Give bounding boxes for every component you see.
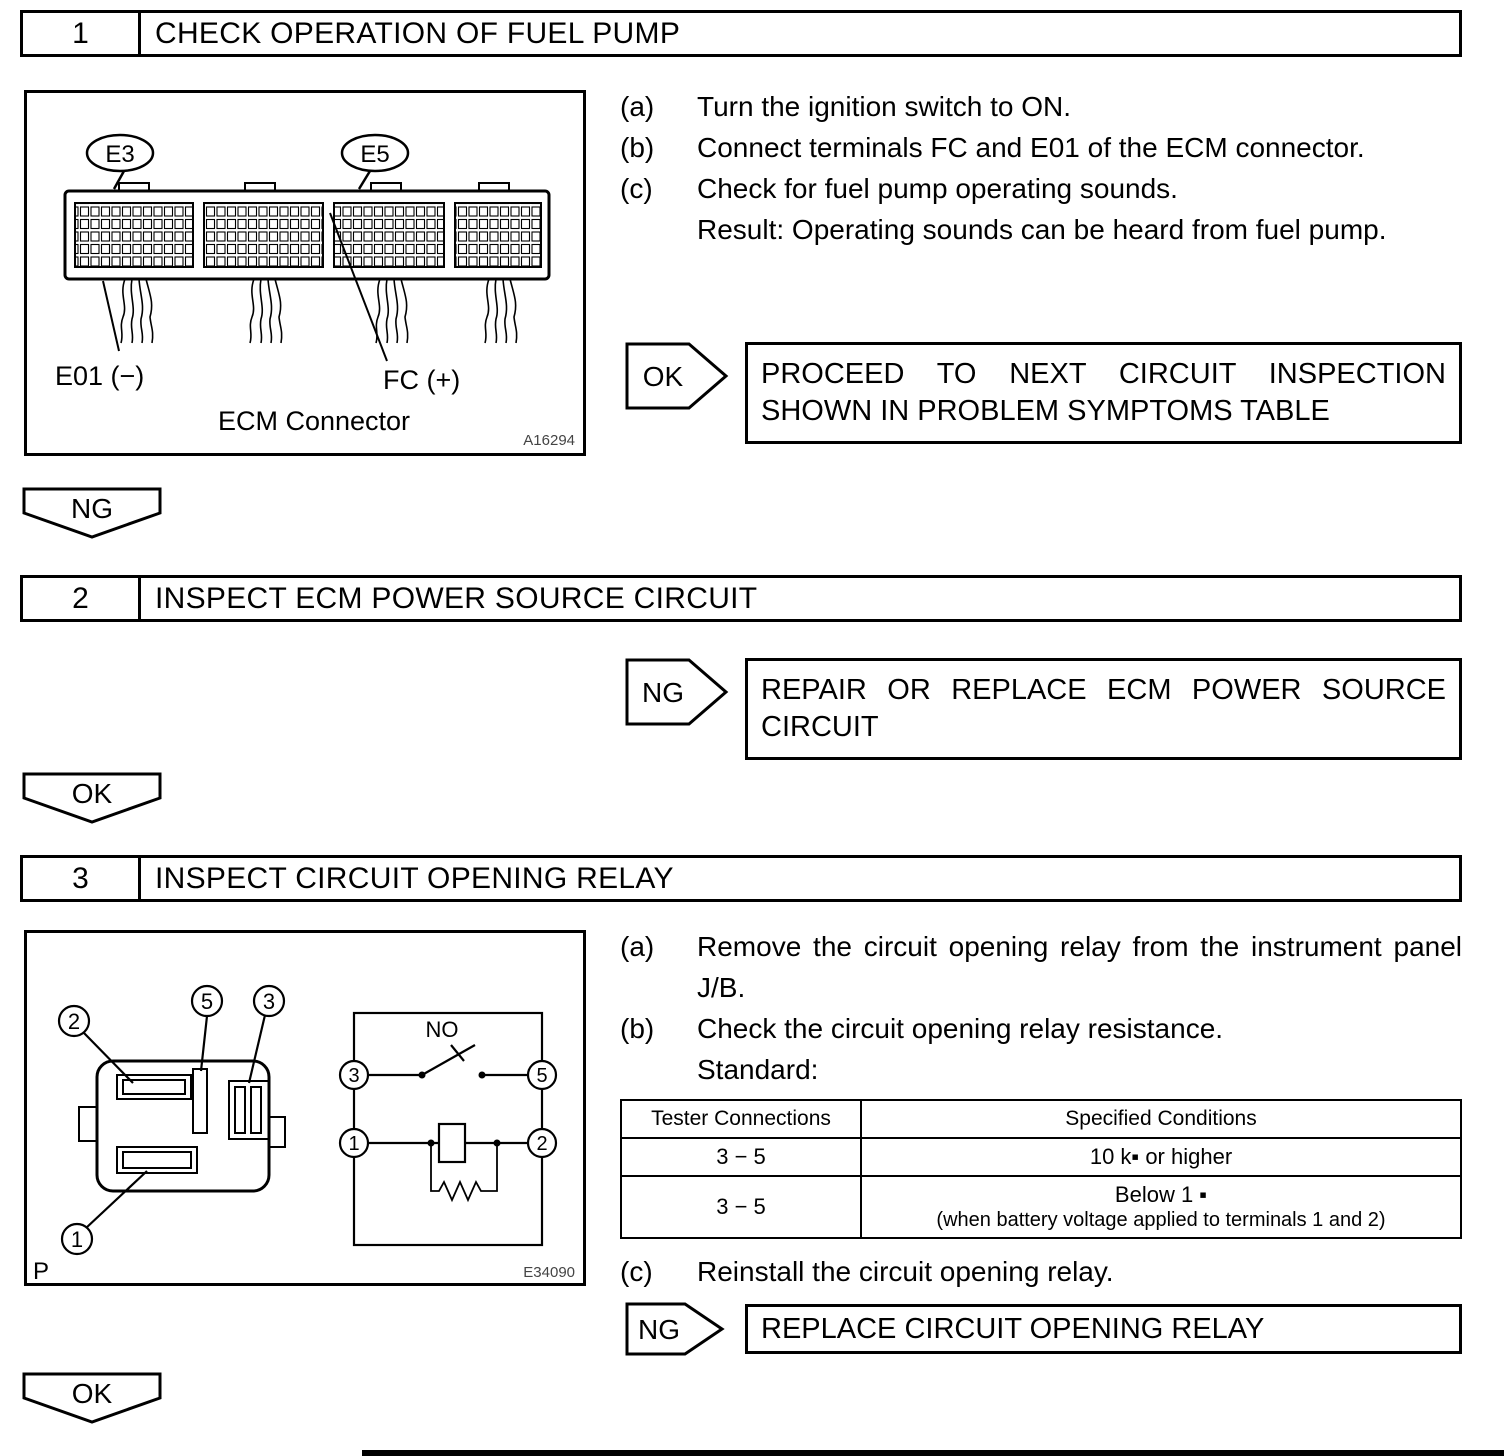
- schematic-terminals: [338, 1059, 558, 1159]
- connector-callout-ovals: [85, 133, 410, 190]
- wire-bundles: [120, 278, 518, 344]
- no-contact-label: NO: [426, 1017, 459, 1042]
- callout-2-label: 2: [68, 1009, 80, 1034]
- contact-dot: [478, 1071, 486, 1079]
- result-text: Result: Operating sounds can be heard fr…: [697, 214, 1387, 245]
- spec-table: Tester Connections Specified Conditions …: [620, 1099, 1462, 1239]
- e01-terminal-label: E01 (−): [55, 361, 144, 391]
- item-text: Reinstall the circuit opening relay.: [697, 1256, 1114, 1287]
- ok-flag-label: OK: [643, 361, 684, 392]
- ng-flag-label: NG: [71, 493, 113, 524]
- step2-title: INSPECT ECM POWER SOURCE CIRCUIT: [155, 581, 758, 615]
- ng-right-flag: NG: [625, 1302, 725, 1356]
- table-header-tester-connections: Tester Connections: [620, 1099, 862, 1139]
- relay-coil: [437, 1122, 467, 1164]
- ok-flag-label: OK: [72, 1378, 113, 1409]
- figure1-code: A16294: [523, 432, 575, 449]
- page-bottom-bar: [362, 1450, 1504, 1456]
- item-marker: (a): [620, 91, 655, 122]
- step3-number: 3: [23, 858, 141, 899]
- ok-down-flag: OK: [22, 772, 162, 824]
- table-header-row: Tester Connections Specified Conditions: [620, 1099, 1462, 1139]
- terminal-leader-lines: [102, 212, 388, 362]
- cell-condition: 10 k▪ or higher: [860, 1137, 1462, 1177]
- step1-header: 1 CHECK OPERATION OF FUEL PUMP: [20, 10, 1462, 57]
- item-marker: (b): [620, 132, 655, 163]
- connector-e5-label: E5: [360, 141, 389, 168]
- step2-number: 2: [23, 578, 141, 619]
- connector-body: [63, 189, 551, 281]
- step3-title: INSPECT CIRCUIT OPENING RELAY: [155, 861, 674, 895]
- item-text: Turn the ignition switch to ON.: [697, 91, 1072, 122]
- step2-ng-action: NG REPAIR OR REPLACE ECM POWER SOURCE CI…: [625, 658, 1462, 760]
- ok-right-flag: OK: [625, 342, 729, 410]
- ng-right-flag: NG: [625, 658, 729, 726]
- list-item: (b) Connect terminals FC and E01 of the …: [620, 127, 1462, 168]
- terminal-3-label: 3: [348, 1065, 359, 1087]
- item-text: Check for fuel pump operating sounds.: [697, 173, 1178, 204]
- junction-dot: [427, 1139, 435, 1147]
- step1-ok-action: OK PROCEED TO NEXT CIRCUIT INSPECTION SH…: [625, 342, 1462, 444]
- item-text: Check the circuit opening relay resistan…: [697, 1013, 1224, 1044]
- ok-down-flag: OK: [22, 1372, 162, 1424]
- item-text: Connect terminals FC and E01 of the ECM …: [697, 132, 1365, 163]
- list-item: (a) Turn the ignition switch to ON.: [620, 86, 1462, 127]
- relay-figure: 2 5 3 1: [24, 930, 586, 1286]
- list-item: (a) Remove the circuit opening relay fro…: [620, 926, 1462, 1008]
- terminal-1-label: 1: [348, 1133, 359, 1155]
- ng-flag-label: NG: [638, 1314, 680, 1345]
- item-marker: (c): [620, 173, 653, 204]
- step2-ng-action-box: REPAIR OR REPLACE ECM POWER SOURCE CIRCU…: [745, 658, 1462, 760]
- table-row: 3 − 5 Below 1 ▪ (when battery voltage ap…: [620, 1175, 1462, 1239]
- junction-dot: [493, 1139, 501, 1147]
- list-item: (b) Check the circuit opening relay resi…: [620, 1008, 1462, 1049]
- relay-slots: [78, 1068, 286, 1174]
- condition-main: Below 1 ▪: [1114, 1182, 1208, 1207]
- figure1-caption: ECM Connector: [218, 406, 410, 436]
- cell-condition: Below 1 ▪ (when battery voltage applied …: [860, 1175, 1462, 1239]
- list-item: (c) Reinstall the circuit opening relay.: [620, 1251, 1462, 1292]
- step1-ok-action-box: PROCEED TO NEXT CIRCUIT INSPECTION SHOWN…: [745, 342, 1462, 444]
- callout-5-label: 5: [201, 989, 213, 1014]
- cell-connection: 3 − 5: [620, 1175, 862, 1239]
- table-header-specified-conditions: Specified Conditions: [860, 1099, 1462, 1139]
- step2-ok-flag: OK: [22, 772, 162, 829]
- ng-flag-label: NG: [642, 677, 684, 708]
- step1-number: 1: [23, 13, 141, 54]
- ecm-connector-diagram: E3 E5: [55, 133, 575, 449]
- figure2-code: E34090: [523, 1264, 575, 1281]
- list-item: (c) Check for fuel pump operating sounds…: [620, 168, 1462, 209]
- item-text: Remove the circuit opening relay from th…: [697, 931, 1462, 1003]
- step3-instructions: (a) Remove the circuit opening relay fro…: [620, 926, 1462, 1356]
- table-row: 3 − 5 10 k▪ or higher: [620, 1137, 1462, 1177]
- step2-header: 2 INSPECT ECM POWER SOURCE CIRCUIT: [20, 575, 1462, 622]
- fc-terminal-label: FC (+): [383, 365, 460, 395]
- pin-grids: [74, 202, 542, 268]
- step3-ok-flag: OK: [22, 1372, 162, 1429]
- condition-note: (when battery voltage applied to termina…: [936, 1209, 1386, 1231]
- ng-down-flag: NG: [22, 487, 162, 539]
- step1-instructions: (a) Turn the ignition switch to ON. (b) …: [620, 86, 1462, 250]
- item-marker: (c): [620, 1256, 653, 1287]
- item-marker: (a): [620, 931, 655, 962]
- callout-1-label: 1: [71, 1227, 83, 1252]
- callout-3-label: 3: [263, 989, 275, 1014]
- terminal-2-label: 2: [536, 1133, 547, 1155]
- step1-ng-flag: NG: [22, 487, 162, 544]
- cell-connection: 3 − 5: [620, 1137, 862, 1177]
- step3-header: 3 INSPECT CIRCUIT OPENING RELAY: [20, 855, 1462, 902]
- ok-flag-label: OK: [72, 778, 113, 809]
- connector-e3-label: E3: [105, 141, 134, 168]
- step3-ng-action-box: REPLACE CIRCUIT OPENING RELAY: [745, 1304, 1462, 1354]
- connector-latches: [118, 182, 510, 192]
- terminal-5-label: 5: [536, 1065, 547, 1087]
- figure2-corner-label: P: [33, 1258, 49, 1283]
- circuit-opening-relay-diagram: 2 5 3 1: [33, 984, 575, 1285]
- item-marker: (b): [620, 1013, 655, 1044]
- standard-label: Standard:: [697, 1054, 819, 1085]
- ecm-connector-figure: E3 E5: [24, 90, 586, 456]
- contact-dot: [418, 1071, 426, 1079]
- step3-ng-action: NG REPLACE CIRCUIT OPENING RELAY: [625, 1302, 1462, 1356]
- step1-title: CHECK OPERATION OF FUEL PUMP: [155, 16, 681, 50]
